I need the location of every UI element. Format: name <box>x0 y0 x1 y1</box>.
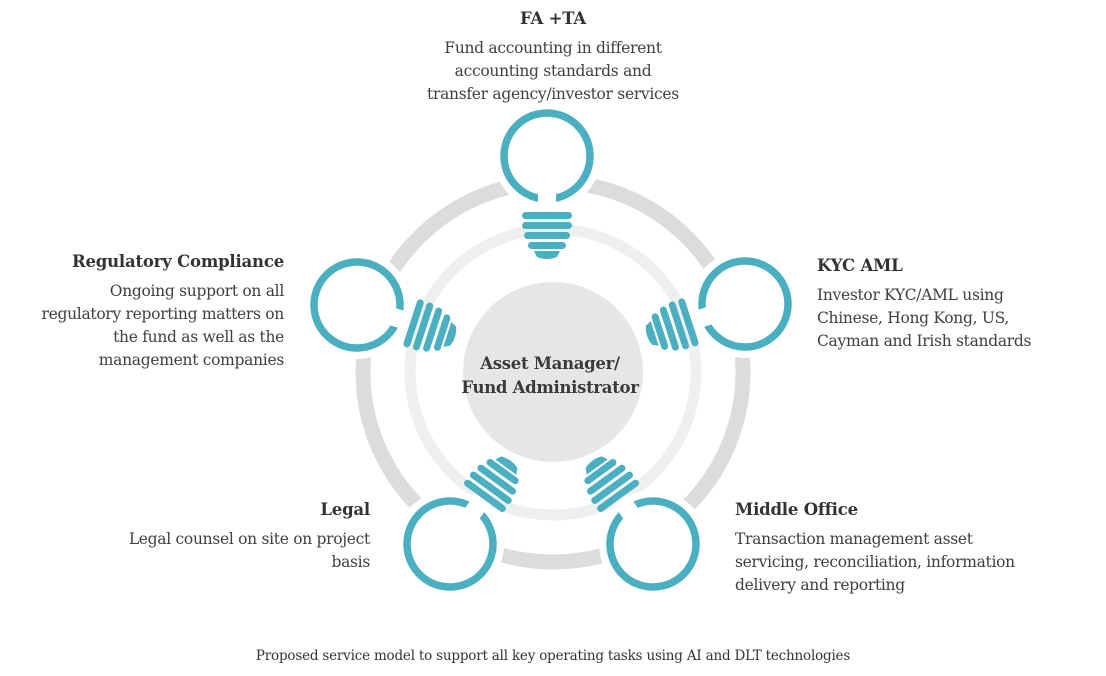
legal-description: Legal counsel on site on project basis <box>128 530 370 571</box>
kyc-aml-title: KYC AML <box>817 256 903 275</box>
center-label-line1: Asset Manager/ <box>480 354 620 373</box>
center-label-line2: Fund Administrator <box>461 378 639 397</box>
fa-ta-lightbulb-icon <box>493 102 601 259</box>
middle-office-lightbulb-icon <box>584 456 707 598</box>
fa-ta-label: FA +TA Fund accounting in different acco… <box>380 9 726 106</box>
center-label: Asset Manager/ Fund Administrator <box>420 352 680 400</box>
regulatory-description: Ongoing support on all regulatory report… <box>41 282 285 369</box>
kyc-aml-lightbulb-icon <box>645 250 799 358</box>
middle-office-title: Middle Office <box>735 500 858 519</box>
middle-office-label: Middle Office Transaction management ass… <box>735 500 1075 597</box>
middle-office-description: Transaction management asset servicing, … <box>735 530 1015 594</box>
regulatory-title: Regulatory Compliance <box>71 252 284 271</box>
center-disc <box>463 282 643 462</box>
legal-title: Legal <box>320 500 370 519</box>
regulatory-lightbulb-icon <box>303 251 457 359</box>
kyc-aml-label: KYC AML Investor KYC/AML using Chinese, … <box>817 256 1097 353</box>
fa-ta-description: Fund accounting in different accounting … <box>427 39 679 103</box>
fa-ta-title: FA +TA <box>519 9 587 28</box>
kyc-aml-description: Investor KYC/AML using Chinese, Hong Kon… <box>817 286 1032 350</box>
diagram-caption: Proposed service model to support all ke… <box>255 648 851 664</box>
legal-lightbulb-icon <box>396 456 519 598</box>
regulatory-label: Regulatory Compliance Ongoing support on… <box>10 252 285 372</box>
legal-label: Legal Legal counsel on site on project b… <box>70 500 370 574</box>
